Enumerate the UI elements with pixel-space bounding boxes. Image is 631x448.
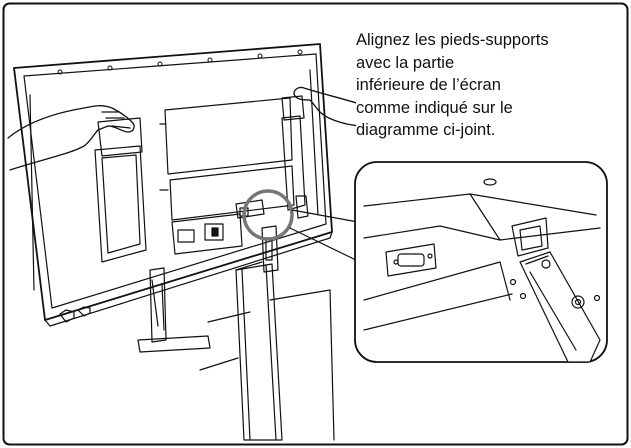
magnifier-circle-icon bbox=[242, 189, 294, 241]
monitor-back-icon bbox=[13, 43, 333, 327]
caption-line: inférieure de l’écran bbox=[356, 76, 501, 95]
hand-icon bbox=[7, 86, 361, 171]
caption-line: comme indiqué sur le bbox=[356, 98, 513, 117]
callout-line-bottom bbox=[289, 227, 361, 263]
stand-legs-icon bbox=[137, 225, 335, 441]
caption-line: avec la partie bbox=[356, 53, 455, 72]
instruction-caption: Alignez les pieds-supports avec la parti… bbox=[356, 29, 618, 142]
caption-line: Alignez les pieds-supports bbox=[356, 31, 549, 49]
caption-line: diagramme ci-joint. bbox=[356, 121, 496, 140]
detail-inset-icon bbox=[354, 161, 608, 363]
callout-line-top bbox=[291, 209, 359, 223]
